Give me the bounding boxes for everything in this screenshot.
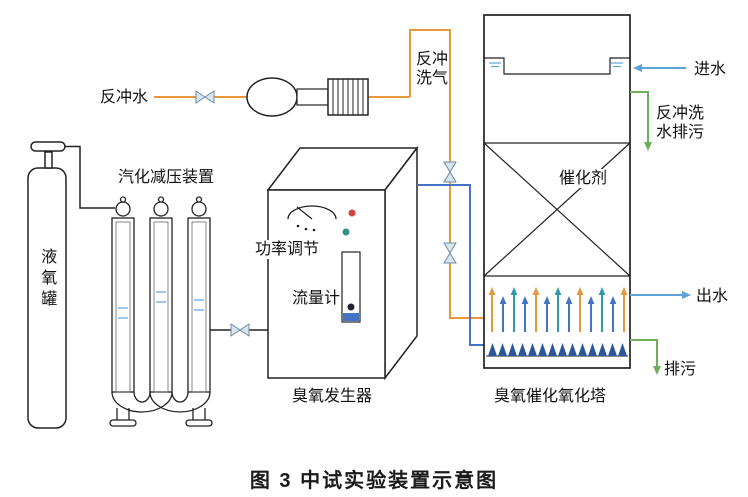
indicator-red	[348, 209, 356, 217]
backwash-drain-arrowhead	[644, 142, 652, 151]
label-drain: 排污	[664, 361, 697, 378]
outlet-valve-icon	[230, 323, 250, 337]
u-bend-inner	[133, 391, 151, 403]
tube-top-cap	[157, 196, 165, 203]
u-bend	[111, 391, 173, 413]
generator-side-face	[384, 145, 418, 381]
backwash-valve-icon	[195, 90, 457, 264]
backwash-drain-arrow	[630, 91, 649, 143]
outlet-arrowhead	[682, 291, 691, 299]
label-backwash-gas: 反冲洗气	[416, 51, 449, 88]
flow-meter-tube	[341, 251, 361, 323]
tank-valve-stem	[44, 151, 53, 169]
liquid-oxygen-tank	[27, 141, 67, 429]
pump-casing	[246, 77, 298, 117]
backwash-pump	[246, 77, 369, 117]
distributor-arrows	[488, 287, 628, 332]
label-power-knob: 功率调节	[254, 240, 321, 260]
label-tank: 液氧罐	[38, 248, 56, 311]
label-inlet: 进水	[694, 61, 727, 78]
tube-top-bulb	[115, 201, 131, 217]
indicator-green	[342, 228, 350, 236]
flow-meter-float	[347, 303, 355, 311]
power-dial	[287, 205, 337, 232]
u-tube-inner	[191, 221, 207, 393]
label-generator: 臭氧发生器	[292, 388, 373, 405]
flow-meter-base	[343, 313, 359, 321]
label-vaporizer: 汽化减压装置	[118, 169, 215, 186]
backwash-water-pipe	[154, 29, 484, 319]
water-trough	[484, 57, 630, 75]
inlet-arrowhead	[633, 64, 642, 72]
generator-front-face	[267, 189, 386, 379]
tank-valve-handle	[30, 141, 66, 152]
nozzle-row	[488, 343, 627, 356]
backwash-gas-pipe	[449, 263, 484, 319]
label-backwash-drain: 反冲洗水排污	[656, 105, 705, 142]
u-tube-inner	[115, 221, 131, 393]
label-backwash-water: 反冲水	[100, 89, 149, 106]
u-bend-inner	[171, 391, 189, 403]
tube-liquid-marks	[118, 291, 204, 319]
motor-fins	[332, 79, 364, 115]
u-tube	[187, 217, 211, 393]
label-flow-meter: 流量计	[292, 290, 341, 307]
figure-caption: 图 3 中试实验装置示意图	[249, 470, 499, 492]
tank-to-vaporizer-pipe	[65, 145, 115, 209]
drain-arrow	[630, 339, 658, 367]
u-tube-inner	[153, 221, 169, 393]
vaporizer-u-tubes	[109, 196, 213, 427]
u-tube	[149, 217, 173, 393]
pump-coupling	[296, 88, 329, 106]
stand-foot	[109, 419, 137, 427]
drain-arrowhead	[653, 366, 661, 375]
catalyst-bed	[483, 142, 631, 277]
water-level-marks	[489, 62, 623, 68]
label-catalyst: 催化剂	[558, 169, 609, 189]
u-bend	[149, 391, 211, 413]
label-tower: 臭氧催化氧化塔	[494, 388, 607, 405]
ozone-pipe	[417, 184, 484, 346]
tube-top-cap	[119, 196, 127, 203]
u-tube	[111, 217, 135, 393]
tube-top-bulb	[191, 201, 207, 217]
label-outlet: 出水	[696, 288, 729, 305]
dial-needle	[296, 206, 313, 220]
ozone-generator-box	[266, 145, 419, 381]
stand-foot	[185, 419, 213, 427]
tube-top-bulb	[153, 201, 169, 217]
tube-top-cap	[195, 196, 203, 203]
